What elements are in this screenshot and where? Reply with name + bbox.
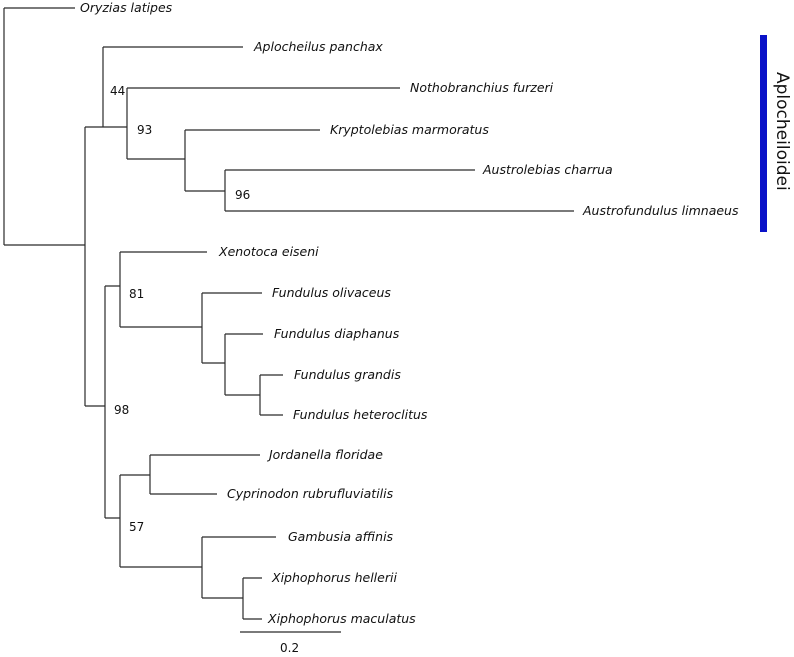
branch-fundulus-node bbox=[201, 292, 262, 364]
taxon-label: Gambusia affinis bbox=[288, 529, 394, 544]
taxon-label: Cyprinodon rubrufluviatilis bbox=[227, 486, 394, 501]
taxon-label: Austrofundulus limnaeus bbox=[582, 203, 739, 218]
clade-bar bbox=[760, 35, 767, 232]
taxon-label: Oryzias latipes bbox=[80, 0, 173, 15]
taxon-label: Fundulus diaphanus bbox=[274, 326, 400, 341]
branch-poeciliid-node bbox=[201, 536, 276, 599]
branch-xiphophorus-pair bbox=[242, 577, 262, 620]
support-value: 44 bbox=[110, 84, 125, 98]
taxon-label: Kryptolebias marmoratus bbox=[330, 122, 489, 137]
branch-kryptolebias-node bbox=[184, 129, 320, 192]
support-value: 96 bbox=[235, 188, 250, 202]
taxon-label: Xenotoca eiseni bbox=[218, 244, 319, 259]
support-value: 93 bbox=[137, 123, 152, 137]
taxon-label: Aplocheilus panchax bbox=[253, 39, 383, 54]
branch-root bbox=[3, 7, 85, 246]
taxon-label: Fundulus olivaceus bbox=[272, 285, 391, 300]
clade-label: Aplocheiloidei bbox=[772, 72, 792, 191]
branch-jordanella-node bbox=[149, 454, 260, 495]
taxon-label: Xiphophorus hellerii bbox=[271, 570, 397, 585]
taxon-label: Xiphophorus maculatus bbox=[267, 611, 416, 626]
support-value: 57 bbox=[129, 520, 144, 534]
support-value: 81 bbox=[129, 287, 144, 301]
support-value: 98 bbox=[114, 403, 129, 417]
branch-node-98 bbox=[84, 245, 120, 519]
branch-fundulus-sub bbox=[224, 333, 263, 396]
branch-node-93 bbox=[126, 87, 400, 160]
taxon-label: Austrolebias charrua bbox=[482, 162, 613, 177]
branch-node-57 bbox=[119, 474, 202, 568]
taxon-label: Fundulus grandis bbox=[294, 367, 401, 382]
taxon-label: Jordanella floridae bbox=[266, 447, 383, 462]
scale-bar-label: 0.2 bbox=[280, 641, 299, 655]
branch-aplocheiloidei bbox=[84, 46, 243, 245]
taxon-label: Fundulus heteroclitus bbox=[293, 407, 428, 422]
branch-fundulus-pair bbox=[259, 374, 283, 416]
taxon-label: Nothobranchius furzeri bbox=[410, 80, 554, 95]
branch-node-81 bbox=[119, 251, 207, 328]
branch-node-96 bbox=[224, 169, 574, 212]
